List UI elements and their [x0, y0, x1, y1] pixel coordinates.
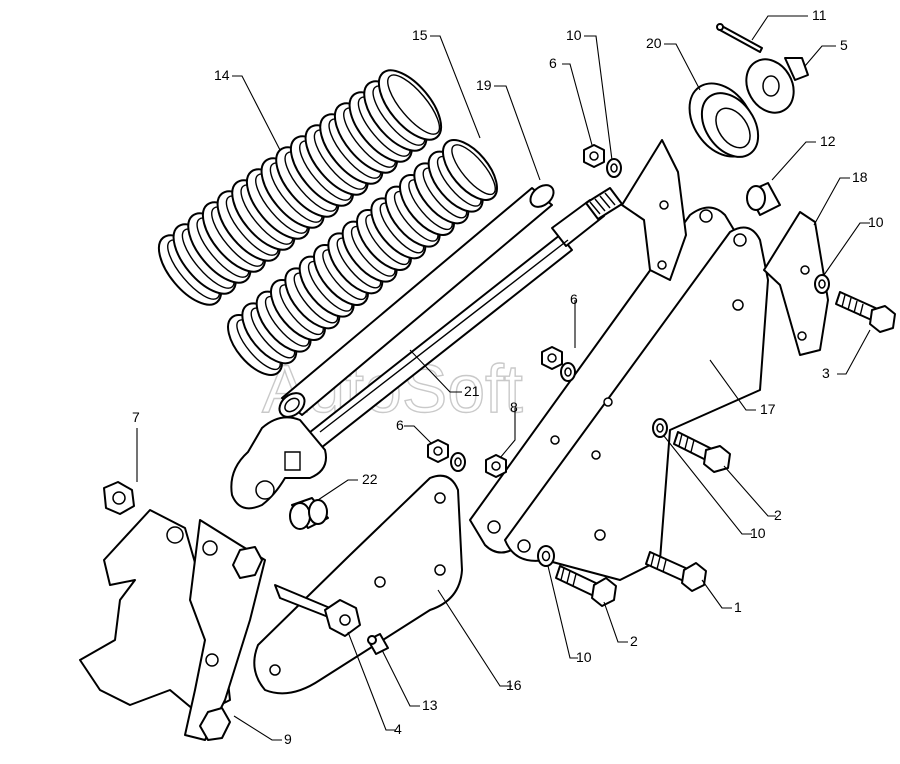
bushing-22 [289, 497, 329, 530]
bracket-9 [79, 509, 266, 741]
arm-17 [469, 206, 769, 581]
callout-6-middle: 6 [570, 291, 578, 307]
callout-10-top: 10 [566, 27, 582, 43]
bolt-4 [274, 584, 361, 637]
callout-13: 13 [422, 697, 438, 713]
nut-6-top [583, 144, 605, 168]
washer-10-top [606, 158, 622, 178]
callout-2-lower: 2 [630, 633, 638, 649]
callout-2-upper: 2 [774, 507, 782, 523]
spring-coil-inner [451, 144, 496, 196]
plate-18 [763, 211, 829, 356]
washer-10-bottom [537, 545, 555, 567]
bolt-3 [835, 291, 896, 333]
callout-10-bottom: 10 [576, 649, 592, 665]
callout-18: 18 [852, 169, 868, 185]
cotter-pin-11 [716, 23, 763, 53]
callout-4: 4 [394, 721, 402, 737]
bolt-2-upper [673, 431, 731, 473]
callout-20: 20 [646, 35, 662, 51]
callout-7: 7 [132, 409, 140, 425]
nut-6-middle [541, 346, 563, 370]
callout-10-right: 10 [868, 214, 884, 230]
callout-16: 16 [506, 677, 522, 693]
callout-22: 22 [362, 471, 378, 487]
nut-8 [485, 454, 507, 478]
bolt-2-lower [555, 565, 617, 607]
callout-3: 3 [822, 365, 830, 381]
washer-middle [560, 362, 576, 382]
callout-6-top: 6 [549, 55, 557, 71]
callout-15: 15 [412, 27, 428, 43]
bolt-1 [645, 551, 707, 592]
callout-12: 12 [820, 133, 836, 149]
spring-14 [157, 69, 443, 306]
spring-coil [377, 69, 443, 141]
callout-8: 8 [510, 399, 518, 415]
callout-9: 9 [284, 731, 292, 747]
grease-nipple-13 [367, 633, 389, 655]
nut-6-lower [427, 439, 449, 463]
callout-14: 14 [214, 67, 230, 83]
callout-1: 1 [734, 599, 742, 615]
callout-17: 17 [760, 401, 776, 417]
nut-7 [103, 481, 135, 515]
leader-lines [136, 15, 871, 741]
callout-5: 5 [840, 37, 848, 53]
spring-15 [227, 139, 498, 376]
callout-19: 19 [476, 77, 492, 93]
spring-coil [442, 139, 498, 201]
washer-10-bolt2 [652, 418, 668, 438]
spring-coil-inner [387, 74, 441, 135]
cap-5 [745, 57, 809, 114]
pivot-lever [230, 416, 327, 510]
callout-labels: 14 15 19 6 10 20 11 5 12 18 10 6 3 21 17… [132, 7, 884, 747]
rear-plate [621, 139, 687, 281]
callout-10-middle: 10 [750, 525, 766, 541]
plate-16 [253, 474, 463, 695]
bushing-12 [746, 182, 781, 216]
washer-lower [450, 452, 466, 472]
bearing-20 [688, 82, 760, 158]
callout-21: 21 [464, 383, 480, 399]
callout-6-lower: 6 [396, 417, 404, 433]
tube-21 [278, 184, 555, 418]
callout-11: 11 [812, 7, 827, 23]
washer-10-right [814, 274, 830, 294]
